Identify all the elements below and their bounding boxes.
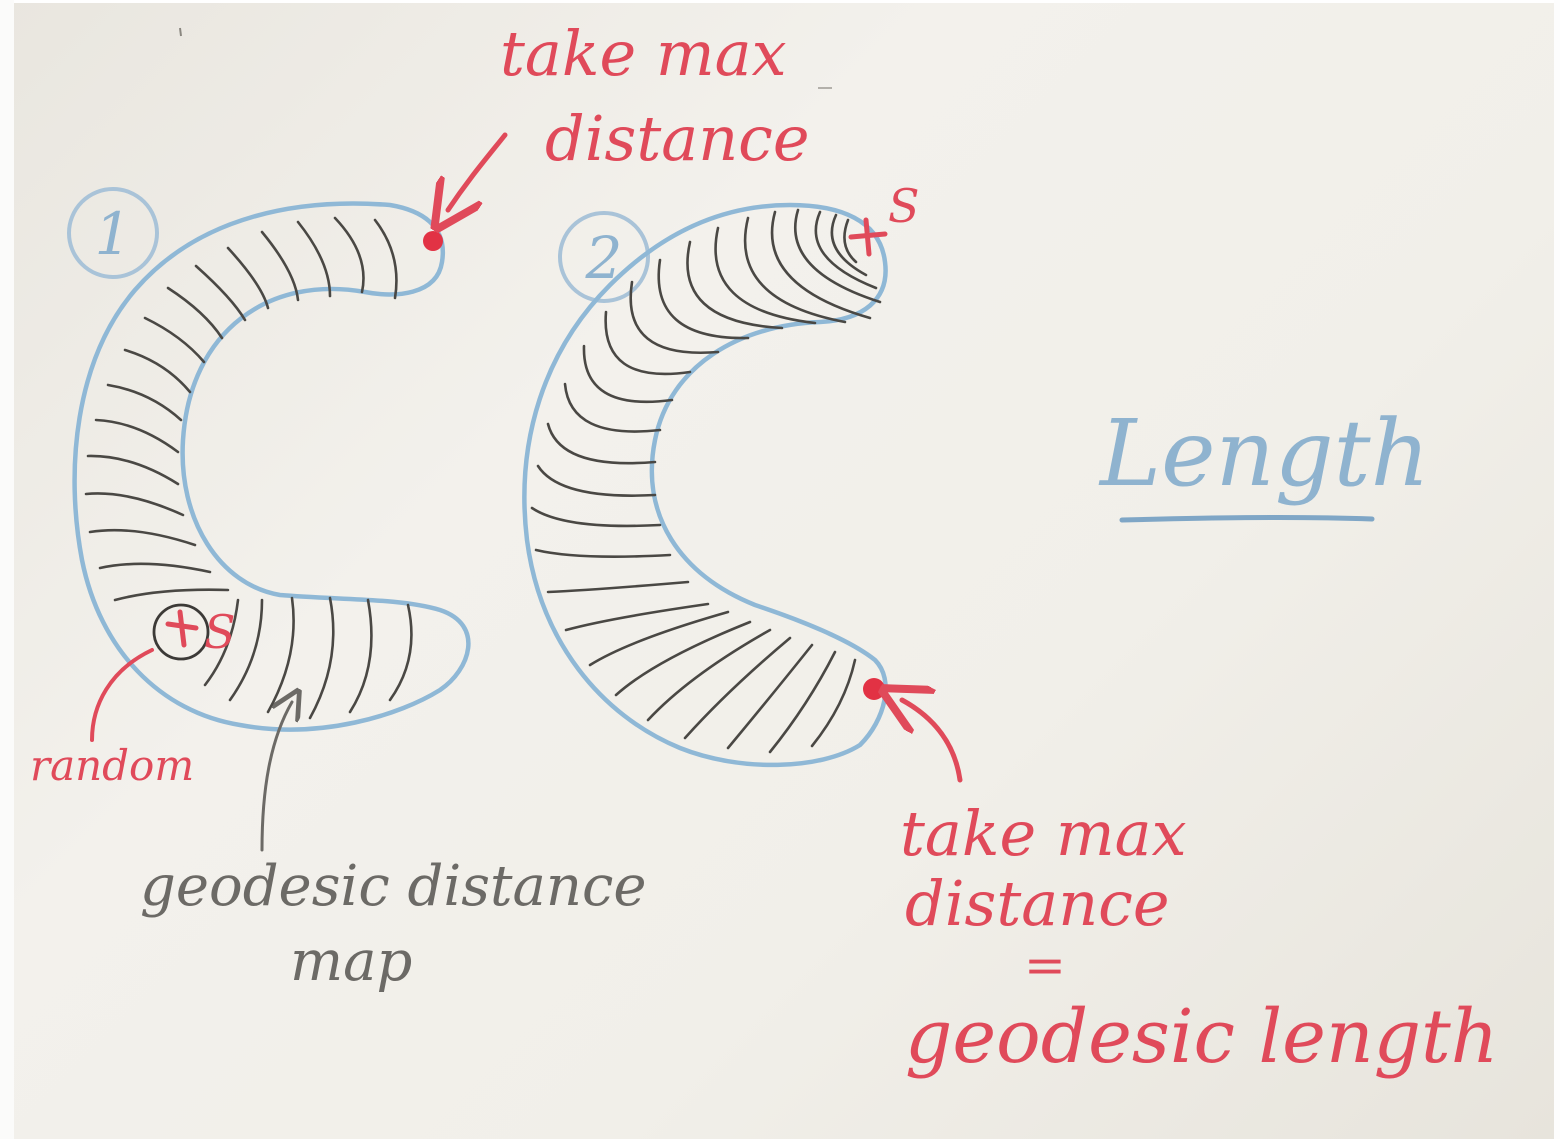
panel-1-top-note-line1: take max bbox=[500, 17, 787, 90]
level-line bbox=[262, 232, 298, 300]
panel-2-max-distance-dot bbox=[863, 678, 885, 700]
panel-1-seed-cross bbox=[168, 612, 196, 645]
level-line bbox=[648, 630, 770, 720]
level-line bbox=[728, 645, 812, 748]
level-line bbox=[268, 598, 294, 712]
level-line bbox=[375, 220, 396, 298]
panel-1-map-note-arrow bbox=[262, 702, 292, 850]
panel-1-seed-label: S bbox=[204, 605, 236, 659]
level-line bbox=[536, 550, 670, 557]
level-line bbox=[687, 242, 782, 328]
level-line bbox=[812, 660, 855, 746]
level-line bbox=[125, 350, 190, 392]
title: Length bbox=[1098, 400, 1430, 507]
level-line bbox=[335, 218, 363, 292]
level-line bbox=[100, 564, 210, 572]
panel-1-seed-note: random bbox=[30, 741, 194, 790]
level-line bbox=[538, 466, 655, 496]
panel-2-bottom-note-line1: take max bbox=[900, 797, 1187, 870]
level-line bbox=[196, 266, 245, 320]
panel-2-level-lines bbox=[532, 210, 880, 752]
level-line bbox=[350, 600, 371, 712]
panel-2-bottom-note-arrow bbox=[902, 700, 960, 780]
level-line bbox=[115, 590, 228, 600]
panel-2-equals-sign: = bbox=[1024, 936, 1066, 994]
panel-2-seed-label: S bbox=[888, 179, 920, 233]
level-line bbox=[390, 605, 411, 700]
panel-2: 2 S take max distance = geodesic length bbox=[524, 179, 1498, 1080]
level-line bbox=[86, 493, 183, 515]
level-line bbox=[168, 288, 222, 338]
panel-1: 1 S take max distance random geodesic di bbox=[30, 17, 810, 994]
board-mark bbox=[180, 28, 181, 36]
level-line bbox=[90, 530, 195, 545]
panel-1-number: 1 bbox=[95, 200, 132, 268]
panel-1-top-note-arrow bbox=[448, 135, 505, 210]
level-line bbox=[96, 420, 178, 452]
level-line bbox=[548, 424, 655, 463]
level-line bbox=[616, 622, 750, 695]
panel-2-result: geodesic length bbox=[905, 994, 1498, 1080]
panel-1-seed-note-arrow bbox=[92, 650, 152, 740]
level-line bbox=[659, 260, 748, 338]
level-line bbox=[565, 384, 660, 432]
panel-1-map-note-line2: map bbox=[290, 929, 412, 994]
level-line bbox=[770, 652, 835, 752]
level-line bbox=[685, 638, 790, 738]
title-group: Length bbox=[1098, 400, 1430, 520]
level-line bbox=[228, 248, 268, 308]
panel-2-bottom-note-line2: distance bbox=[905, 867, 1170, 940]
panel-2-shape-outline bbox=[524, 205, 885, 765]
panel-1-map-note-line1: geodesic distance bbox=[140, 854, 646, 919]
panel-2-number: 2 bbox=[585, 224, 623, 292]
level-line bbox=[844, 220, 856, 262]
level-line bbox=[145, 318, 204, 362]
level-line bbox=[108, 385, 181, 420]
panel-1-max-distance-dot bbox=[423, 231, 443, 251]
level-line bbox=[548, 582, 688, 592]
level-line bbox=[566, 604, 708, 630]
level-line bbox=[310, 598, 333, 718]
title-underline bbox=[1122, 517, 1372, 520]
level-line bbox=[298, 222, 330, 296]
panel-1-top-note-line2: distance bbox=[545, 102, 810, 175]
level-line bbox=[532, 508, 660, 526]
level-line bbox=[88, 456, 178, 484]
